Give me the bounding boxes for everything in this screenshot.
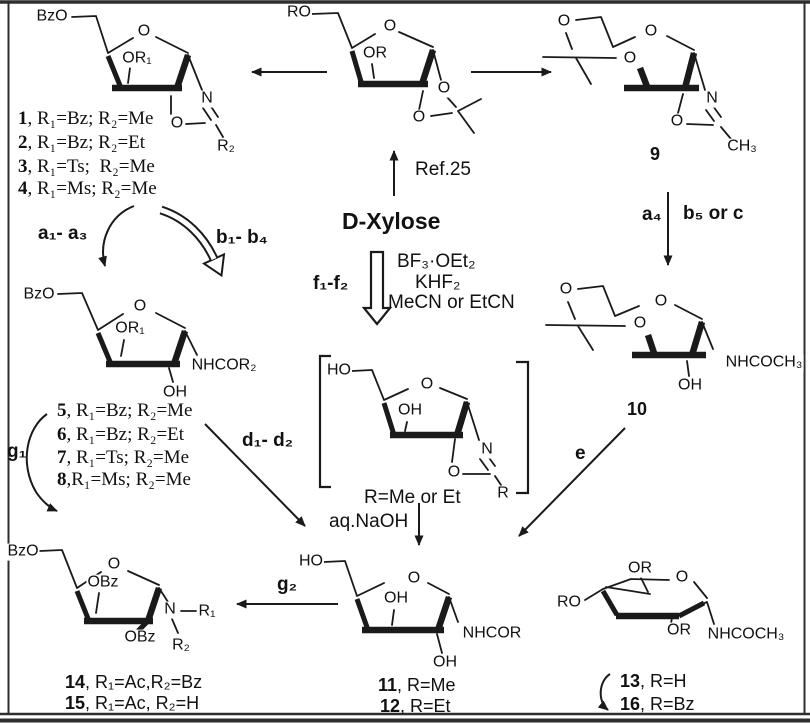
structure-13-16-bonds [584, 577, 715, 711]
s13-16-or-bot-label: OR [666, 621, 692, 640]
s11-12-ho-label: HO [298, 552, 324, 571]
step-label-d1-d2: d₁- d₂ [242, 430, 294, 451]
s10-ring-o-label: O [653, 292, 669, 311]
sint-ho-label: HO [326, 361, 352, 380]
structure-mid-bonds [311, 12, 482, 134]
s10-nhcoch3-label: NHCOCH₃ [724, 353, 804, 372]
reaction-arrows [204, 67, 673, 609]
structure-14-15-bonds [39, 549, 197, 634]
s1-4-or1-label: OR₁ [121, 49, 153, 68]
r-note-label: R=Me or Et [364, 487, 461, 508]
compound-list-item: 14, R₁=Ac,R₂=Bz [65, 672, 203, 692]
s10-oh-label: OH [677, 376, 703, 395]
compound-list-item: 7, R₁=Ts; R₂=Me [57, 447, 190, 468]
s14-15-r1-label: R₁ [197, 602, 217, 621]
sint-ring-o-label: O [419, 375, 435, 394]
hollow-curved-arrow [159, 205, 226, 278]
s14-15-ring-o-label: O [106, 555, 122, 574]
s13-16-or-top-label: OR [627, 559, 653, 578]
dxylose-title: D-Xylose [342, 208, 441, 234]
s14-15-obz2-label: OBz [123, 628, 157, 647]
s5-8-or1-label: OR₁ [114, 319, 146, 338]
structure-5-8-bonds [57, 292, 198, 383]
s1-4-r2-label: R₂ [216, 137, 236, 156]
structure-11-12-bonds [323, 560, 459, 654]
structure-9-bonds [542, 16, 732, 140]
compound-9-number: 9 [650, 144, 661, 164]
s10-o3-label: O [632, 314, 648, 333]
compound-list-item: 11, R=Me [378, 675, 456, 695]
step-label-f1-f2: f₁-f₂ [313, 273, 349, 294]
s13-16-nhcoch3-label: NHCOCH₃ [706, 625, 786, 644]
reagent-solvent: MeCN or EtCN [388, 292, 515, 313]
sint-oh-label: OH [397, 401, 423, 420]
compound-10-number: 10 [627, 399, 648, 419]
compound-list-item: 16, R=Bz [620, 694, 695, 714]
compound-list-item: 8,R₁=Ms; R₂=Me [57, 469, 191, 490]
sint-n-label: N [480, 440, 494, 459]
s5-8-bzo-label: BzO [22, 285, 56, 304]
step-label-g2: g₂ [277, 574, 298, 595]
hollow-down-arrow [361, 250, 393, 326]
smid-o1-label: O [436, 79, 452, 98]
s14-15-obz3-label: OBz [86, 573, 120, 592]
step-label-a4: a₄ [642, 204, 662, 225]
compound-list-item: 12, R=Et [380, 696, 451, 716]
step-label-g1: g₁ [7, 441, 27, 462]
s11-12-oh2-label: OH [432, 653, 458, 672]
s5-8-ring-o-label: O [132, 297, 148, 316]
sint-o-label: O [446, 463, 462, 482]
sint-r-label: R [496, 484, 510, 503]
ref-label: Ref.25 [415, 159, 471, 180]
s9-o1-label: O [556, 12, 572, 31]
step-label-a1-a3: a₁- a₃ [38, 223, 88, 244]
s9-o-label: O [669, 112, 685, 131]
compound-list-item: 15, R₁=Ac, R₂=H [65, 693, 200, 713]
s1-4-ring-o-label: O [136, 22, 152, 41]
s5-8-oh-label: OH [162, 383, 188, 402]
intermediate-bonds [318, 354, 530, 495]
structure-10-bonds [545, 285, 714, 377]
reagent-bf3: BF₃·OEt₂ [397, 251, 476, 272]
s13-16-ro-label: RO [556, 593, 582, 612]
compound-list-item: 5, R₁=Bz; R₂=Me [57, 400, 193, 421]
s10-o1-label: O [558, 280, 574, 299]
compound-list-item: 6, R₁=Bz; R₂=Et [57, 424, 185, 445]
smid-o2-label: O [411, 108, 427, 127]
compound-list-item: 2, R₁=Bz; R₂=Et [18, 132, 146, 153]
compound-list-item: 4, R₁=Ms; R₂=Me [18, 178, 157, 199]
s11-12-ring-o-label: O [406, 569, 422, 588]
smid-ro-label: RO [286, 3, 312, 22]
s14-15-bzo-label: BzO [6, 542, 40, 561]
step-label-b5-or-c: b₅ or c [683, 203, 744, 224]
naoh-label: aq.NaOH [329, 511, 409, 532]
smid-ring-o-label: O [382, 17, 398, 36]
step-label-e: e [575, 443, 586, 464]
compound-list-item: 1, R₁=Bz; R₂=Me [18, 108, 154, 129]
reagent-khf2: KHF₂ [415, 272, 461, 293]
s11-12-nhcor-label: NHCOR [461, 624, 523, 643]
s1-4-o-label: O [169, 114, 185, 133]
compound-list-item: 3, R₁=Ts; R₂=Me [18, 156, 155, 177]
s9-n-label: N [705, 89, 719, 108]
structure-1-4-bonds [71, 15, 224, 138]
curved-arrows [25, 205, 135, 512]
compound-list-item: 13, R=H [620, 671, 687, 691]
smid-or-label: OR [362, 44, 388, 63]
s13-16-ring-o-label: O [674, 568, 690, 587]
s9-o3-label: O [622, 49, 638, 68]
s11-12-oh3-label: OH [383, 589, 409, 608]
s1-4-n-label: N [200, 89, 214, 108]
s1-4-bzo-label: BzO [35, 7, 69, 26]
s9-ch3-label: CH₃ [726, 137, 758, 156]
s5-8-nhcor2-label: NHCOR₂ [190, 356, 258, 375]
s9-ring-o-label: O [643, 22, 659, 41]
s14-15-n-label: N [163, 600, 177, 619]
s14-15-r2-label: R₂ [171, 636, 191, 655]
step-label-b1-b4: b₁- b₄ [216, 227, 268, 248]
